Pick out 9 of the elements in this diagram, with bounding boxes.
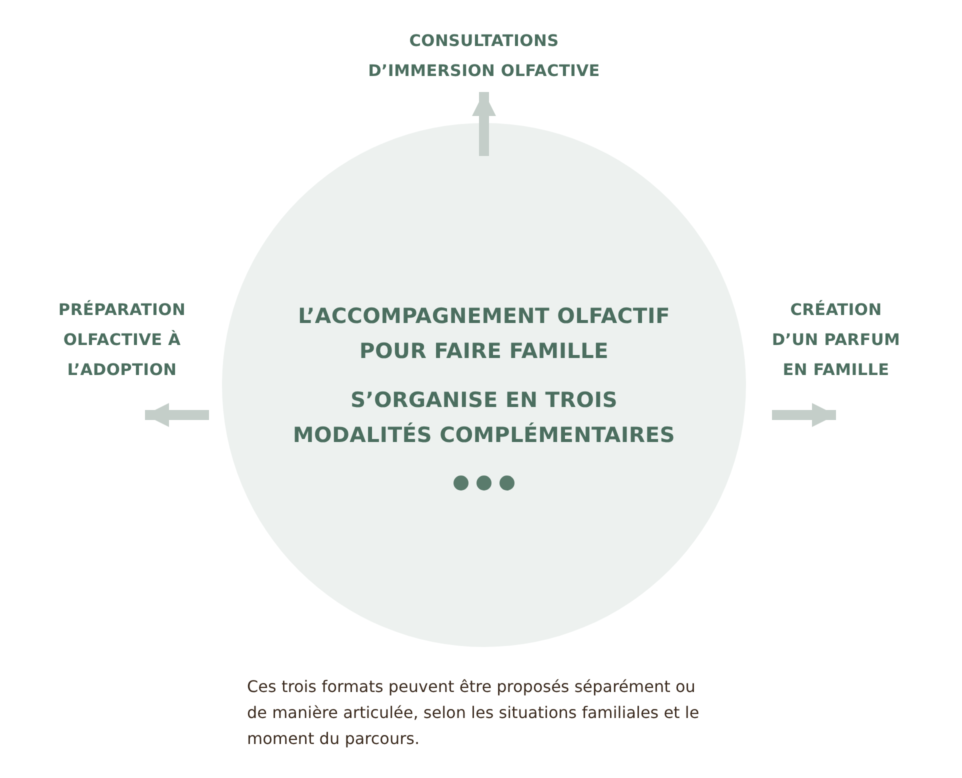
arrow	[472, 92, 496, 156]
arrow	[145, 403, 209, 427]
arrow	[772, 403, 836, 427]
heading-text: S’ORGANISE EN TROIS MODALITÉS COMPLÉMENTAIRES	[292, 387, 676, 449]
modality-label: CRÉATION D’UN PARFUM EN FAMILLE	[771, 299, 901, 381]
heading-text: L’ACCOMPAGNEMENT OLFACTIF POUR FAIRE FAMILLE	[297, 303, 671, 365]
caption: Ces trois formats peuvent être proposés séparément ou de manière articulée, selon les situations familiales et le moment du parcours.	[247, 676, 700, 750]
modality-label: CONSULTATIONS D’IMMERSION OLFACTIVE	[367, 30, 601, 82]
modality-label: PRÉPARATION OLFACTIVE À L’ADOPTION	[57, 299, 187, 381]
